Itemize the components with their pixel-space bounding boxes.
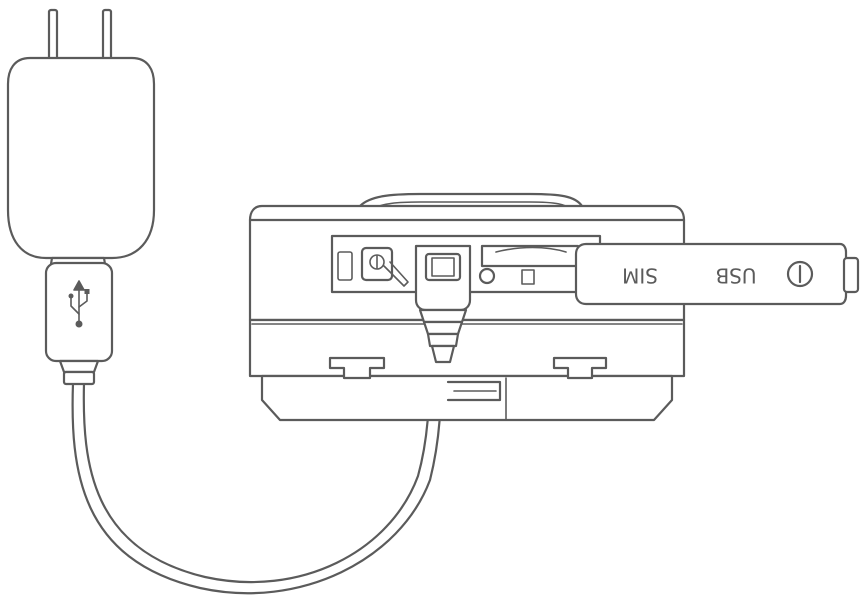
power-adapter-icon [6,8,156,386]
port-cover-flap: SIM USB [574,242,860,306]
usb-connector [414,244,472,364]
flap-label-sim: SIM [622,264,658,288]
power-button-icon [786,260,814,288]
charging-cable [71,368,442,595]
usb-symbol-icon [68,280,90,328]
flap-label-usb: USB [715,264,756,288]
